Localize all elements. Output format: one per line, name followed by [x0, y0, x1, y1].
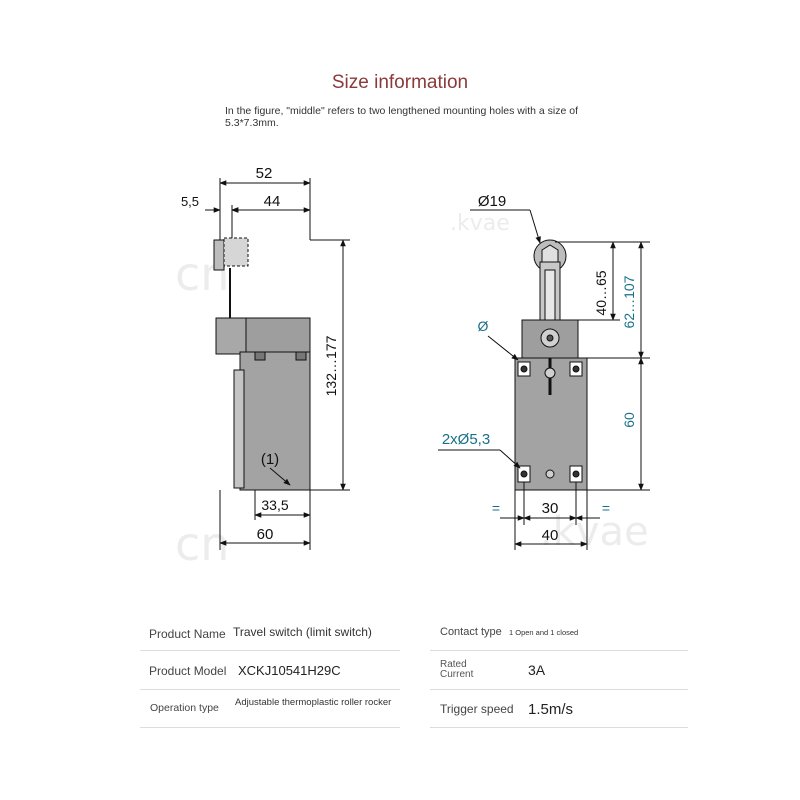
- divider: [140, 650, 400, 651]
- mounting-hole-note: In the figure, "middle" refers to two le…: [225, 105, 578, 129]
- dim-arm: 40…65: [593, 270, 609, 315]
- product-name-label: Product Name: [149, 627, 226, 641]
- dimension-drawing: cn .kvae cn .kvae: [175, 165, 650, 571]
- dim-hole-spacing: 30: [542, 500, 559, 517]
- dim-base-total: 60: [257, 526, 274, 543]
- trigger-speed-label: Trigger speed: [440, 702, 514, 716]
- product-model-value: XCKJ10541H29C: [238, 663, 341, 678]
- watermark-text: cn: [175, 517, 229, 571]
- contact-type-label: Contact type: [440, 626, 502, 638]
- dim-offset: 5,5: [181, 194, 199, 209]
- dim-roller: Ø19: [478, 193, 506, 210]
- equal-mark-left: =: [492, 500, 500, 516]
- product-name-value: Travel switch (limit switch): [233, 625, 372, 639]
- operation-type-label: Operation type: [150, 702, 219, 714]
- contact-type-value: 1 Open and 1 closed: [509, 628, 579, 637]
- front-view: [438, 209, 650, 550]
- divider: [430, 650, 688, 651]
- callout-1: (1): [261, 451, 279, 468]
- dim-body: 60: [621, 412, 637, 428]
- trigger-speed-value: 1.5m/s: [528, 701, 574, 718]
- product-model-label: Product Model: [149, 664, 227, 678]
- rated-current-label: Rated Current: [440, 659, 474, 680]
- divider: [140, 727, 400, 728]
- watermark-text: .kvae: [450, 211, 510, 236]
- side-view: [205, 178, 350, 550]
- dim-arm-total: 62…107: [621, 275, 637, 328]
- dim-diameter: Ø: [478, 318, 489, 334]
- rated-current-value: 3A: [528, 662, 546, 678]
- equal-mark-right: =: [602, 500, 610, 516]
- divider: [430, 689, 688, 690]
- page-title: Size information: [331, 72, 469, 93]
- dim-width: 40: [542, 527, 559, 544]
- dim-inner-width: 44: [264, 193, 281, 210]
- dim-base-inner: 33,5: [261, 497, 288, 513]
- operation-type-value: Adjustable thermoplastic roller rocker: [235, 697, 392, 708]
- divider: [140, 689, 400, 690]
- dim-height: 132…177: [323, 335, 339, 396]
- dim-holes: 2xØ5,3: [442, 431, 490, 448]
- dim-total-width: 52: [256, 165, 273, 182]
- divider: [430, 727, 688, 728]
